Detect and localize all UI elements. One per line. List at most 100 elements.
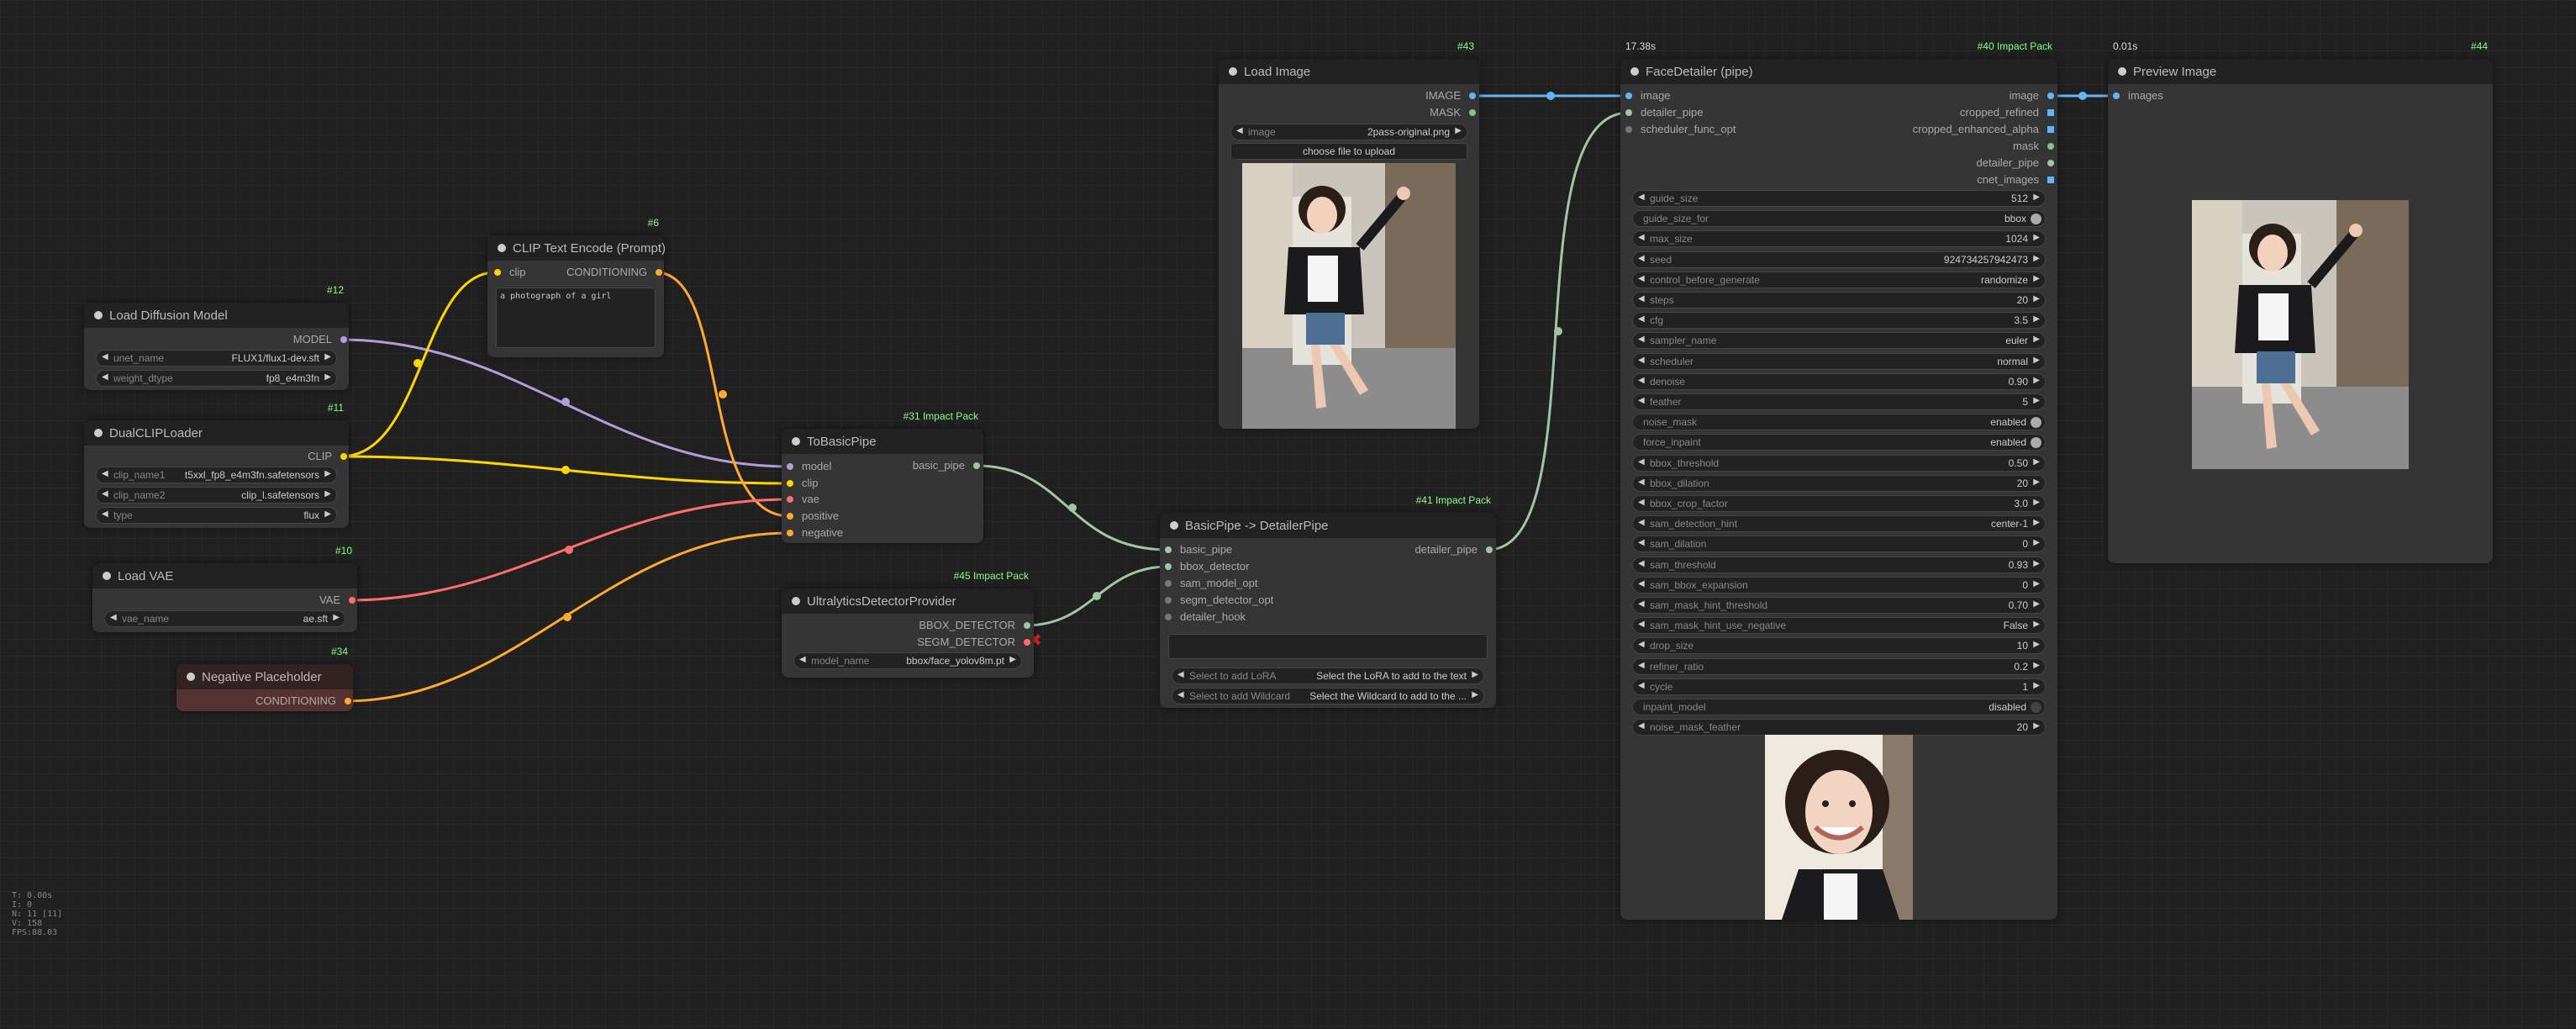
collapse-dot-icon[interactable]: [1170, 521, 1178, 530]
output-cnet-images[interactable]: cnet_images: [1977, 172, 2054, 188]
node-title: Load Image: [1244, 65, 1311, 79]
node-load-diffusion-model[interactable]: #12 Load Diffusion Model MODEL ◀unet_nam…: [84, 284, 349, 390]
input-detailer-pipe[interactable]: detailer_pipe: [1625, 104, 1703, 121]
collapse-dot-icon[interactable]: [792, 597, 800, 605]
output-cropped-refined[interactable]: cropped_refined: [1960, 104, 2054, 121]
arrow-left-icon: ◀: [102, 352, 108, 361]
output-segm-detector[interactable]: SEGM_DETECTOR: [917, 634, 1030, 651]
output-bbox-detector[interactable]: BBOX_DETECTOR: [919, 617, 1030, 634]
collapse-dot-icon[interactable]: [94, 429, 103, 437]
arrow-left-icon: ◀: [102, 469, 108, 478]
collapse-dot-icon[interactable]: [103, 572, 111, 580]
output-cropped-enhanced-alpha[interactable]: cropped_enhanced_alpha: [1913, 121, 2054, 138]
collapse-dot-icon[interactable]: [94, 311, 103, 319]
node-face-detailer[interactable]: 17.38s #40 Impact Pack FaceDetailer (pip…: [1620, 40, 2057, 920]
output-image[interactable]: IMAGE: [1425, 87, 1476, 104]
collapse-dot-icon[interactable]: [792, 437, 800, 446]
collapse-dot-icon[interactable]: [1229, 67, 1237, 76]
node-ultralytics-detector[interactable]: #45 Impact Pack UltralyticsDetectorProvi…: [782, 570, 1034, 678]
input-detailer-hook[interactable]: detailer_hook: [1165, 609, 1246, 625]
output-detailer-pipe[interactable]: detailer_pipe: [1415, 541, 1493, 558]
input-image[interactable]: image: [1625, 87, 1670, 104]
input-vae[interactable]: vae: [787, 491, 819, 508]
output-conditioning[interactable]: CONDITIONING: [566, 264, 662, 281]
wildcard-textarea[interactable]: [1168, 634, 1488, 659]
collapse-dot-icon[interactable]: [2118, 67, 2126, 76]
node-to-basic-pipe[interactable]: #31 Impact Pack ToBasicPipe model clip v…: [782, 410, 983, 543]
output-model[interactable]: MODEL: [293, 331, 347, 348]
node-preview-image[interactable]: 0.01s #44 Preview Image images: [2108, 40, 2493, 563]
node-negative-placeholder[interactable]: #34 Negative Placeholder CONDITIONING: [176, 646, 353, 711]
output-conditioning[interactable]: CONDITIONING: [255, 693, 351, 710]
prompt-textarea[interactable]: a photograph of a girl: [496, 288, 656, 348]
input-basic-pipe[interactable]: basic_pipe: [1165, 541, 1232, 558]
node-title: Load Diffusion Model: [109, 309, 228, 323]
output-vae[interactable]: VAE: [319, 592, 356, 609]
arrow-left-icon: ◀: [1638, 599, 1645, 609]
input-bbox-detector[interactable]: bbox_detector: [1165, 558, 1249, 575]
output-mask[interactable]: MASK: [1430, 104, 1476, 121]
input-clip[interactable]: clip: [494, 264, 526, 281]
input-model[interactable]: model: [787, 458, 831, 475]
output-clip[interactable]: CLIP: [308, 448, 347, 465]
node-basicpipe-to-detailerpipe[interactable]: #41 Impact Pack BasicPipe -> DetailerPip…: [1160, 494, 1496, 708]
input-clip[interactable]: clip: [787, 475, 819, 492]
choose-file-upload-button[interactable]: choose file to upload: [1230, 143, 1467, 160]
output-detailer-pipe[interactable]: detailer_pipe: [1977, 155, 2054, 172]
input-scheduler-func-opt[interactable]: scheduler_func_opt: [1625, 121, 1736, 138]
collapse-dot-icon[interactable]: [498, 244, 506, 252]
input-images[interactable]: images: [2113, 87, 2163, 104]
node-clip-text-encode[interactable]: #6 CLIP Text Encode (Prompt) clip CONDIT…: [487, 217, 666, 357]
collapse-dot-icon[interactable]: [187, 673, 195, 681]
input-segm-detector-opt[interactable]: segm_detector_opt: [1165, 592, 1273, 609]
execution-time: 0.01s: [2113, 40, 2138, 52]
output-mask[interactable]: mask: [2013, 138, 2054, 155]
input-sam-model-opt[interactable]: sam_model_opt: [1165, 575, 1258, 592]
input-positive[interactable]: positive: [787, 508, 839, 525]
output-image[interactable]: image: [2010, 87, 2054, 104]
output-basic-pipe[interactable]: basic_pipe: [913, 457, 980, 474]
input-negative[interactable]: negative: [787, 525, 843, 541]
collapse-dot-icon[interactable]: [1630, 67, 1639, 76]
